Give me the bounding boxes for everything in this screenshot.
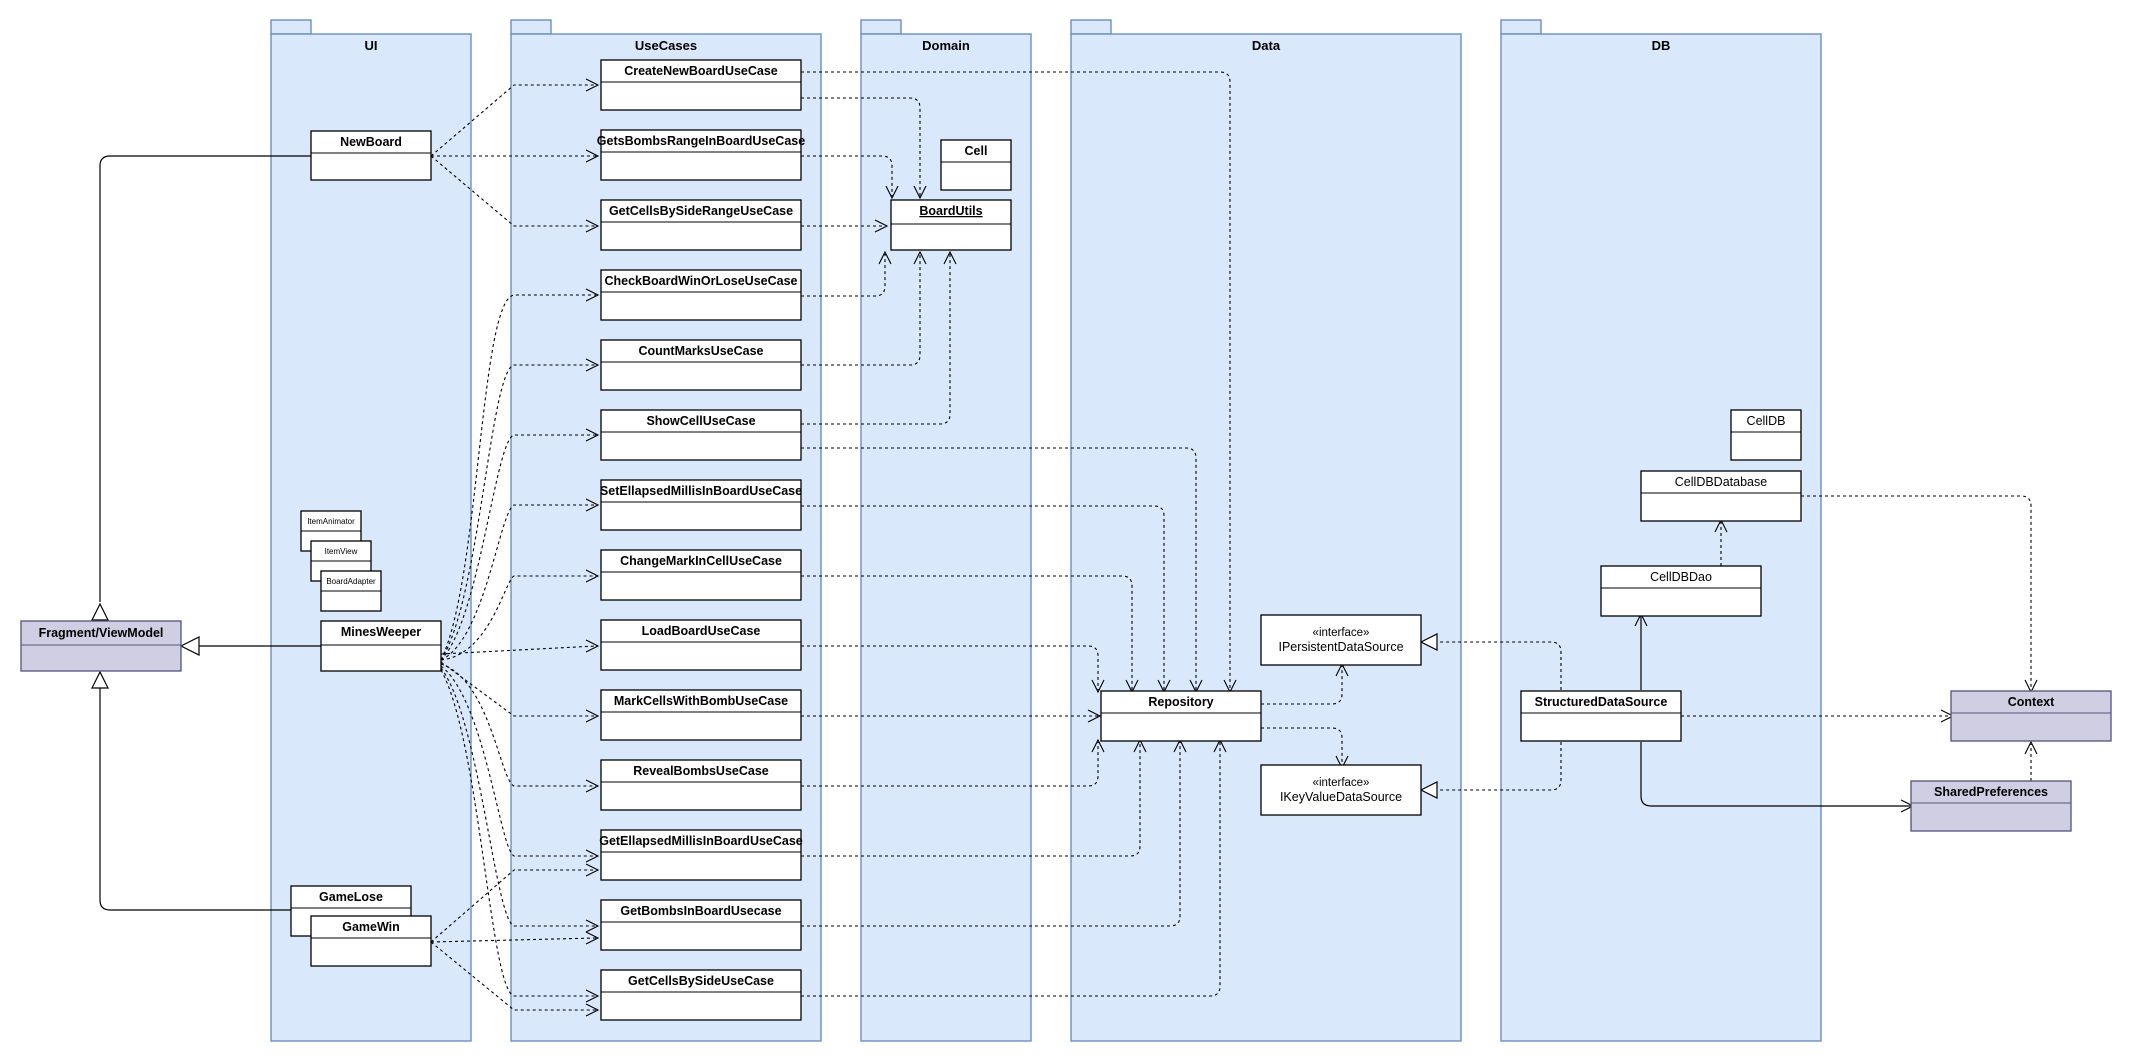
class-countmarksusecase[interactable]: CountMarksUseCase xyxy=(600,339,802,391)
class-name: IPersistentDataSource xyxy=(1278,640,1403,654)
class-markcellswithbombusecase[interactable]: MarkCellsWithBombUseCase xyxy=(600,689,802,741)
class-name: MarkCellsWithBombUseCase xyxy=(614,694,788,708)
class-revealbombsusecase[interactable]: RevealBombsUseCase xyxy=(600,759,802,811)
class-ikeyvaluedatasource[interactable]: «interface» IKeyValueDataSource xyxy=(1260,764,1422,816)
class-name: IKeyValueDataSource xyxy=(1280,790,1402,804)
class-structureddatasource[interactable]: StructuredDataSource xyxy=(1520,690,1682,742)
class-sharedpreferences[interactable]: SharedPreferences xyxy=(1910,780,2072,832)
class-name: GetEllapsedMillisInBoardUseCase xyxy=(599,834,803,848)
class-name: CreateNewBoardUseCase xyxy=(624,64,778,78)
stereotype: «interface» xyxy=(1313,627,1370,639)
class-name: BoardAdapter xyxy=(326,577,376,586)
class-name: BoardUtils xyxy=(919,204,982,218)
class-name: GameWin xyxy=(342,920,400,934)
class-minesweeper[interactable]: MinesWeeper xyxy=(320,620,442,672)
class-fragment-viewmodel[interactable]: Fragment/ViewModel xyxy=(20,620,182,672)
package-data: Data xyxy=(1070,19,1462,1042)
class-name: CheckBoardWinOrLoseUseCase xyxy=(604,274,797,288)
class-context[interactable]: Context xyxy=(1950,690,2112,742)
class-newboard[interactable]: NewBoard xyxy=(310,130,432,181)
class-name: GetsBombsRangeInBoardUseCase xyxy=(597,134,805,148)
class-name: LoadBoardUseCase xyxy=(642,624,761,638)
class-name: CellDB xyxy=(1747,414,1786,428)
class-celldbdatabase[interactable]: CellDBDatabase xyxy=(1640,470,1802,522)
class-ipersistentdatasource[interactable]: «interface» IPersistentDataSource xyxy=(1260,614,1422,666)
class-name: Fragment/ViewModel xyxy=(39,626,164,640)
class-setellapsedmillisinboardusecase[interactable]: SetEllapsedMillisInBoardUseCase xyxy=(600,479,802,531)
class-getbombsinboardusecase[interactable]: GetBombsInBoardUsecase xyxy=(600,899,802,951)
class-name: Repository xyxy=(1148,695,1213,709)
class-name: GetCellsBySideRangeUseCase xyxy=(609,204,793,218)
class-name: MinesWeeper xyxy=(341,625,421,639)
package-title: UI xyxy=(365,38,378,53)
class-name: CellDBDao xyxy=(1650,570,1712,584)
class-name: ItemView xyxy=(325,547,358,556)
class-name: ShowCellUseCase xyxy=(646,414,755,428)
class-gamewin[interactable]: GameWin xyxy=(310,915,432,967)
package-title: UseCases xyxy=(635,38,697,53)
class-name: SharedPreferences xyxy=(1934,785,2048,799)
class-name: SetEllapsedMillisInBoardUseCase xyxy=(600,484,802,498)
package-title: Data xyxy=(1252,38,1281,53)
class-cell[interactable]: Cell xyxy=(940,139,1012,191)
class-getcellsbysiderangeusecase[interactable]: GetCellsBySideRangeUseCase xyxy=(600,199,802,251)
class-createnewboardusecase[interactable]: CreateNewBoardUseCase xyxy=(600,59,802,111)
package-title: Domain xyxy=(922,38,970,53)
class-name: GetCellsBySideUseCase xyxy=(628,974,774,988)
class-name: GameLose xyxy=(319,890,383,904)
connectors xyxy=(91,71,2038,1017)
class-name: NewBoard xyxy=(340,135,402,149)
class-name: GetBombsInBoardUsecase xyxy=(620,904,781,918)
class-getellapsedmillisinboardusecase[interactable]: GetEllapsedMillisInBoardUseCase xyxy=(599,829,803,881)
class-boardutils[interactable]: BoardUtils xyxy=(890,199,1012,251)
class-name: RevealBombsUseCase xyxy=(633,764,769,778)
class-showcellusecase[interactable]: ShowCellUseCase xyxy=(600,409,802,461)
class-celldbdao[interactable]: CellDBDao xyxy=(1600,565,1762,617)
generalization-newboard xyxy=(99,155,311,602)
class-boardadapter[interactable]: BoardAdapter xyxy=(320,570,382,612)
class-name: CountMarksUseCase xyxy=(638,344,763,358)
package-db: DB xyxy=(1500,19,1822,1042)
class-name: Context xyxy=(2008,695,2055,709)
class-name: Cell xyxy=(965,144,988,158)
class-changemarkincellusecase[interactable]: ChangeMarkInCellUseCase xyxy=(600,549,802,601)
class-name: ChangeMarkInCellUseCase xyxy=(620,554,782,568)
class-name: CellDBDatabase xyxy=(1675,475,1767,489)
class-getcellsbysideusecase[interactable]: GetCellsBySideUseCase xyxy=(600,969,802,1021)
class-repository[interactable]: Repository xyxy=(1100,690,1262,742)
class-name: ItemAnimator xyxy=(307,517,355,526)
class-loadboardusecase[interactable]: LoadBoardUseCase xyxy=(600,619,802,671)
class-name: StructuredDataSource xyxy=(1535,695,1668,709)
generalization-gamelose xyxy=(99,688,291,911)
class-checkboardwinorloseusecase[interactable]: CheckBoardWinOrLoseUseCase xyxy=(600,269,802,321)
stereotype: «interface» xyxy=(1313,777,1370,789)
class-getsbombsrangeinboardusecase[interactable]: GetsBombsRangeInBoardUseCase xyxy=(597,129,805,181)
class-celldb[interactable]: CellDB xyxy=(1730,409,1802,461)
package-title: DB xyxy=(1652,38,1671,53)
